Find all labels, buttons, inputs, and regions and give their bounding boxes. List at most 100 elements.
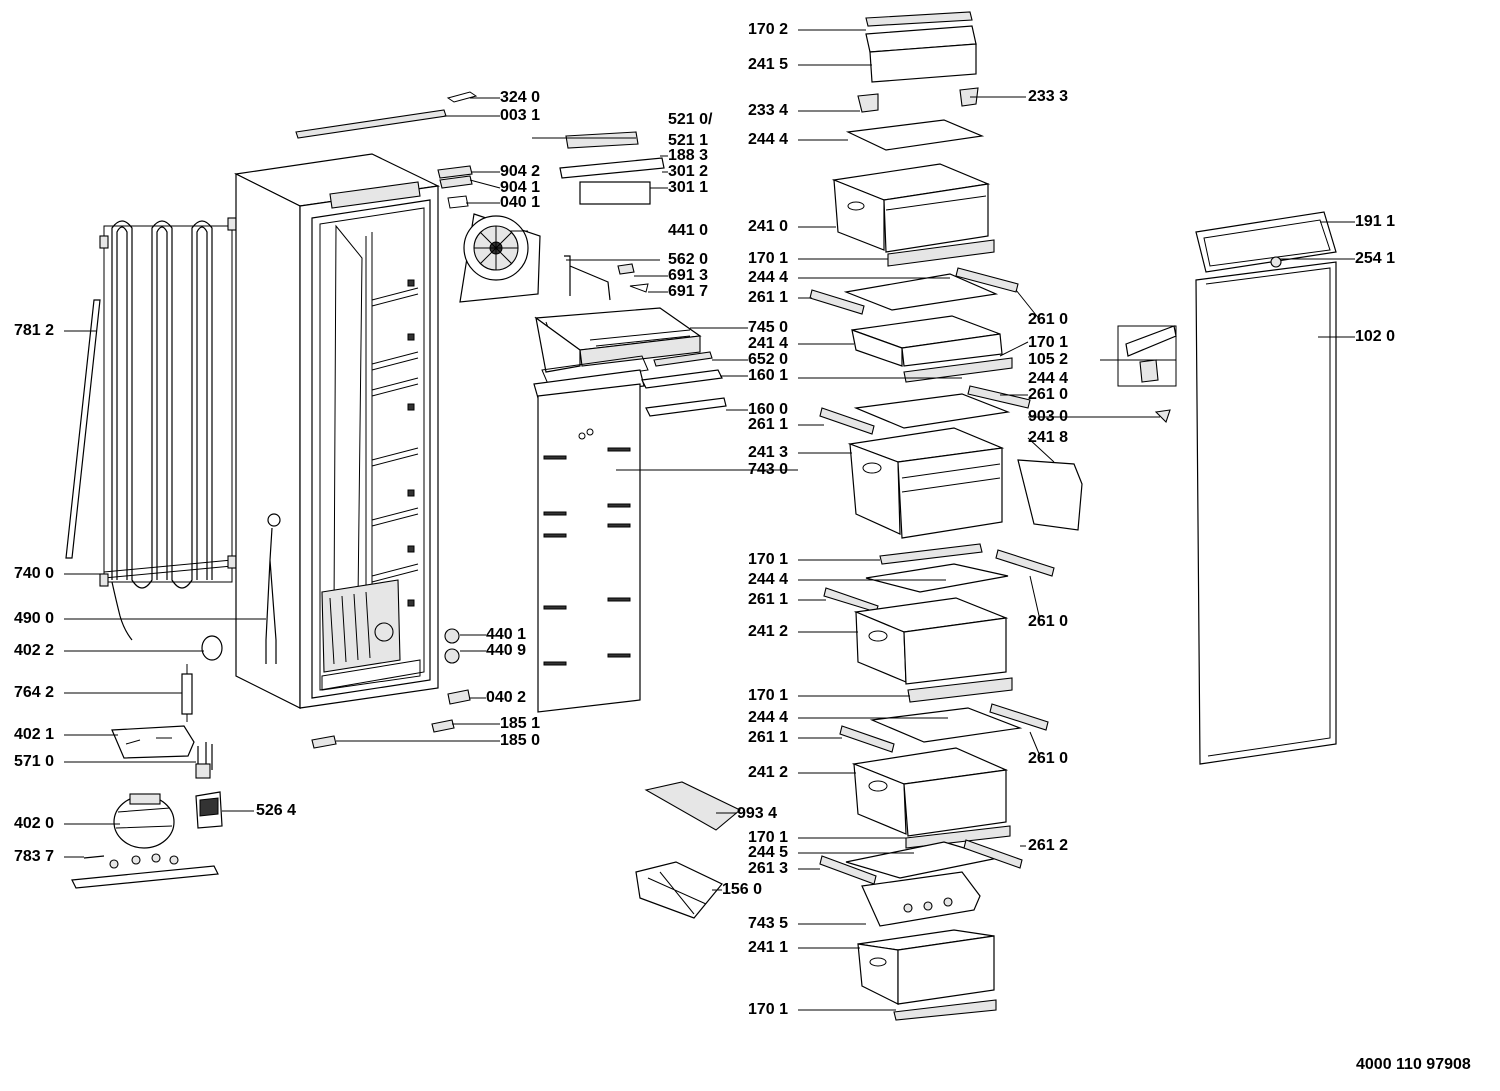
label-440-1: 440 1 bbox=[486, 626, 527, 643]
divider-993-4 bbox=[644, 781, 742, 831]
label-170-1: 170 1 bbox=[748, 250, 789, 267]
label-261-0: 261 0 bbox=[1028, 386, 1069, 403]
side-flap bbox=[1017, 459, 1083, 531]
label-241-8: 241 8 bbox=[1028, 429, 1069, 446]
damper bbox=[201, 635, 223, 661]
label-261-1: 261 1 bbox=[748, 729, 789, 746]
label-571-0: 571 0 bbox=[14, 753, 55, 770]
label-040-1: 040 1 bbox=[500, 194, 541, 211]
label-261-1: 261 1 bbox=[748, 416, 789, 433]
label-562-0: 562 0 bbox=[668, 251, 709, 268]
label-324-0: 324 0 bbox=[500, 89, 541, 106]
label-244-4: 244 4 bbox=[748, 269, 789, 286]
label-904-2: 904 2 bbox=[500, 163, 541, 180]
label-170-2: 170 2 bbox=[748, 21, 789, 38]
label-903-0: 903 0 bbox=[1028, 408, 1069, 425]
label-441-0: 441 0 bbox=[668, 222, 709, 239]
compressor bbox=[113, 793, 175, 849]
drawing-reference: 4000 110 97908 bbox=[1356, 1056, 1471, 1073]
label-261-0: 261 0 bbox=[1028, 613, 1069, 630]
label-301-2: 301 2 bbox=[668, 163, 709, 180]
top-strip bbox=[295, 109, 447, 139]
label-691-7: 691 7 bbox=[668, 283, 709, 300]
rear-panel bbox=[537, 383, 641, 713]
drawer-241-3 bbox=[847, 427, 1005, 539]
label-244-4: 244 4 bbox=[1028, 370, 1069, 387]
label-781-2: 781 2 bbox=[14, 322, 55, 339]
relay-box bbox=[195, 791, 223, 829]
bracket-kit bbox=[1117, 325, 1177, 387]
label-301-1: 301 1 bbox=[668, 179, 709, 196]
label-691-3: 691 3 bbox=[668, 267, 709, 284]
label-241-3: 241 3 bbox=[748, 444, 789, 461]
label-170-1: 170 1 bbox=[748, 687, 789, 704]
label-244-5: 244 5 bbox=[748, 844, 789, 861]
door bbox=[1195, 211, 1337, 765]
label-040-2: 040 2 bbox=[486, 689, 527, 706]
label-170-1: 170 1 bbox=[748, 1001, 789, 1018]
evaporation-tray bbox=[111, 725, 195, 759]
label-185-1: 185 1 bbox=[500, 715, 541, 732]
label-526-4: 526 4 bbox=[256, 802, 297, 819]
label-490-0: 490 0 bbox=[14, 610, 55, 627]
label-743-0: 743 0 bbox=[748, 461, 789, 478]
label-170-1: 170 1 bbox=[748, 551, 789, 568]
label-156-0: 156 0 bbox=[722, 881, 763, 898]
cabinet bbox=[234, 153, 441, 709]
leader-lines bbox=[64, 29, 1355, 1011]
drawer-241-0 bbox=[831, 163, 991, 253]
drawer-241-2-b bbox=[851, 747, 1009, 837]
label-521-0: 521 0/ bbox=[668, 111, 713, 128]
control-board bbox=[565, 131, 639, 149]
label-241-2: 241 2 bbox=[748, 764, 789, 781]
label-261-0: 261 0 bbox=[1028, 750, 1069, 767]
label-003-1: 003 1 bbox=[500, 107, 541, 124]
drawer-241-1 bbox=[857, 929, 995, 1005]
power-cord bbox=[265, 527, 277, 664]
label-261-2: 261 2 bbox=[1028, 837, 1069, 854]
label-261-0: 261 0 bbox=[1028, 311, 1069, 328]
label-254-1: 254 1 bbox=[1355, 250, 1396, 267]
label-241-0: 241 0 bbox=[748, 218, 789, 235]
label-241-1: 241 1 bbox=[748, 939, 789, 956]
label-244-4: 244 4 bbox=[748, 571, 789, 588]
fan-assembly bbox=[459, 213, 541, 303]
label-105-2: 105 2 bbox=[1028, 351, 1069, 368]
label-185-0: 185 0 bbox=[500, 732, 541, 749]
filter-drier bbox=[181, 664, 193, 722]
label-745-0: 745 0 bbox=[748, 319, 789, 336]
label-402-2: 402 2 bbox=[14, 642, 55, 659]
label-233-4: 233 4 bbox=[748, 102, 789, 119]
label-191-1: 191 1 bbox=[1355, 213, 1396, 230]
label-740-0: 740 0 bbox=[14, 565, 55, 582]
base-plate bbox=[71, 865, 219, 889]
drawer-241-4 bbox=[851, 315, 1003, 367]
label-241-5: 241 5 bbox=[748, 56, 789, 73]
ice-tray bbox=[635, 861, 723, 919]
label-261-1: 261 1 bbox=[748, 591, 789, 608]
label-170-1: 170 1 bbox=[1028, 334, 1069, 351]
label-440-9: 440 9 bbox=[486, 642, 527, 659]
evaporator-housing bbox=[533, 307, 702, 399]
label-233-3: 233 3 bbox=[1028, 88, 1069, 105]
label-783-7: 783 7 bbox=[14, 848, 55, 865]
drawer-241-2-a bbox=[853, 597, 1009, 685]
label-904-1: 904 1 bbox=[500, 179, 541, 196]
label-261-1: 261 1 bbox=[748, 289, 789, 306]
label-188-3: 188 3 bbox=[668, 147, 709, 164]
label-261-3: 261 3 bbox=[748, 860, 789, 877]
label-764-2: 764 2 bbox=[14, 684, 55, 701]
label-160-1: 160 1 bbox=[748, 367, 789, 384]
condenser-coil bbox=[99, 217, 237, 641]
label-652-0: 652 0 bbox=[748, 351, 789, 368]
label-244-4: 244 4 bbox=[748, 709, 789, 726]
drain-tube bbox=[65, 299, 101, 559]
label-521-1: 521 1 bbox=[668, 132, 709, 149]
label-160-0: 160 0 bbox=[748, 401, 789, 418]
label-170-1: 170 1 bbox=[748, 829, 789, 846]
bottom-tray bbox=[861, 871, 981, 927]
label-402-1: 402 1 bbox=[14, 726, 55, 743]
label-241-2: 241 2 bbox=[748, 623, 789, 640]
